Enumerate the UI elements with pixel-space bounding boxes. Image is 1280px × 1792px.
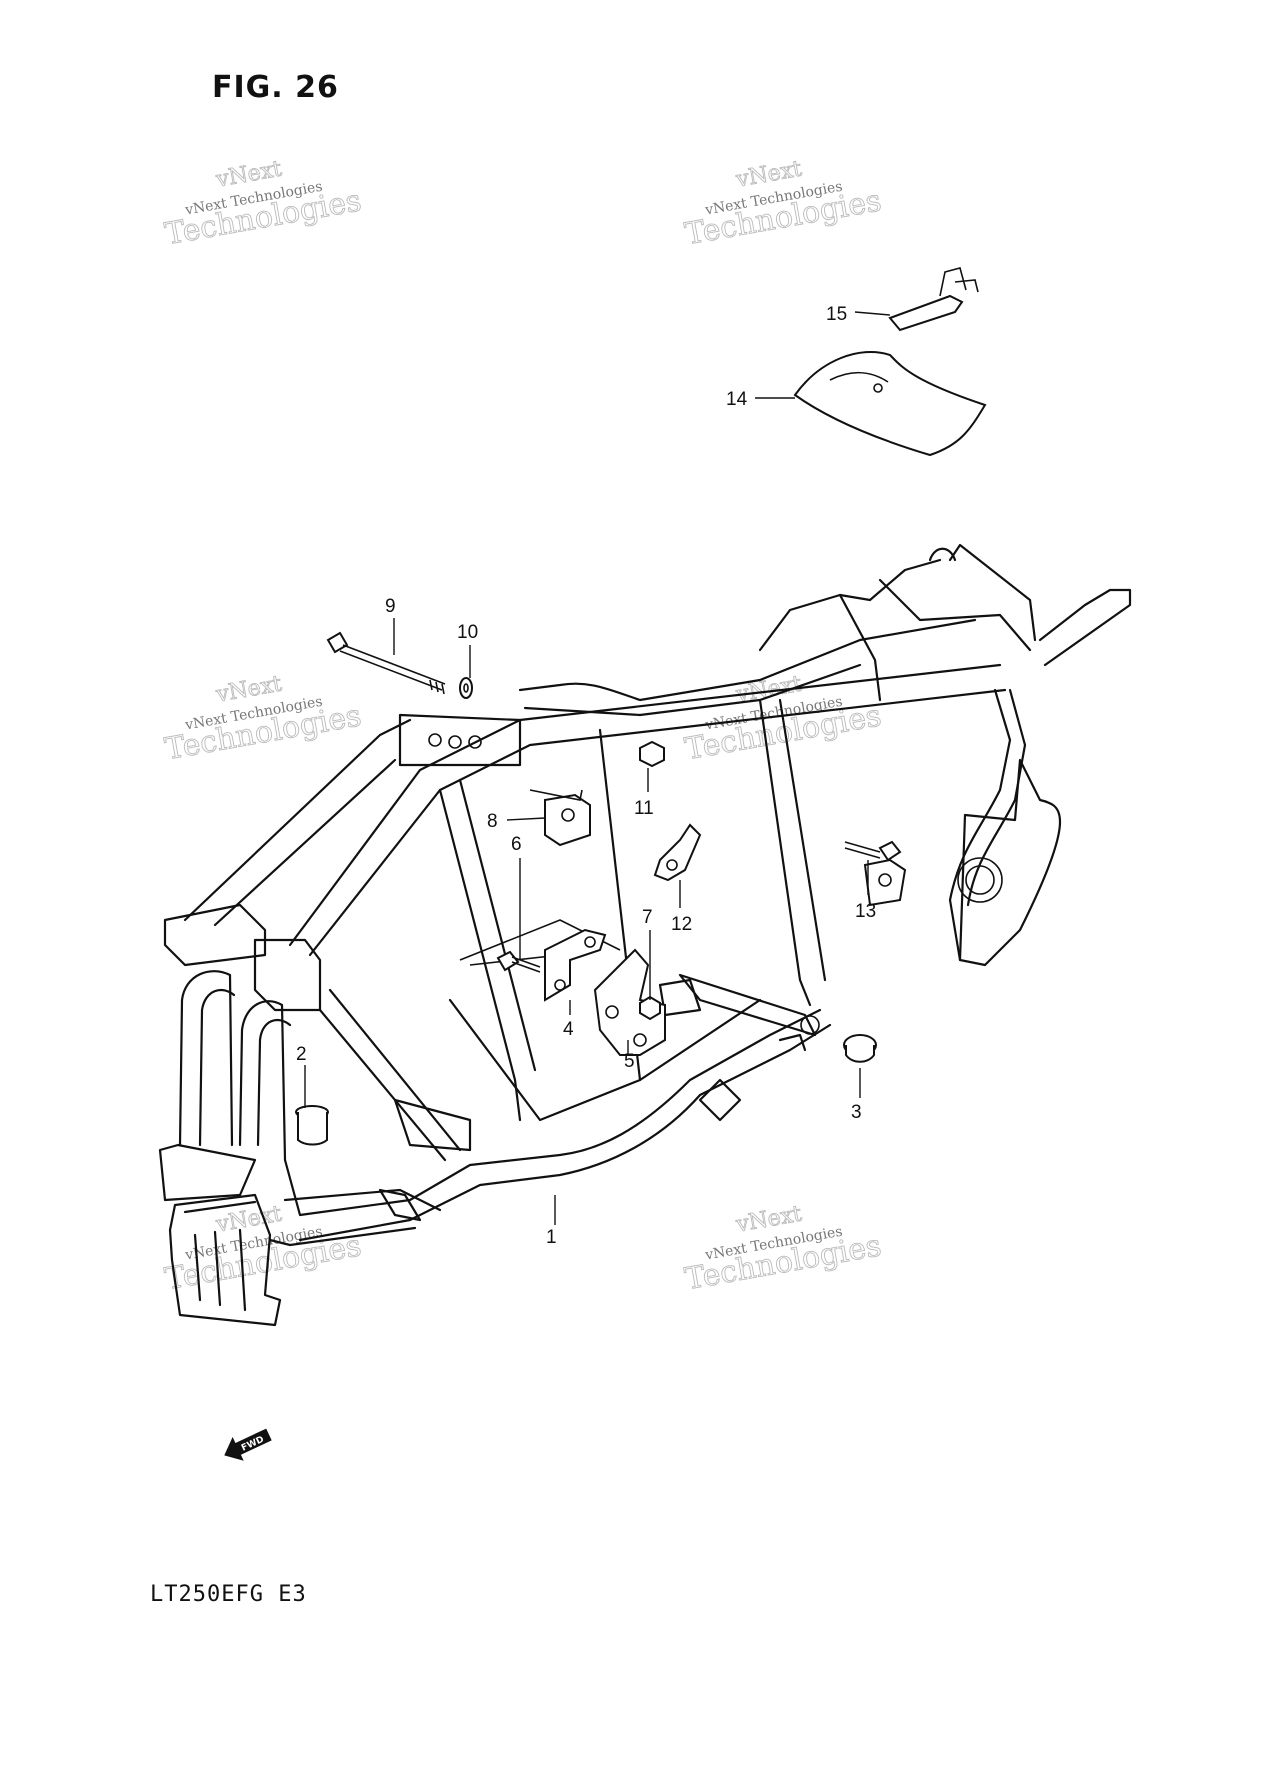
- callout-13: 13: [855, 901, 876, 922]
- callout-15: 15: [826, 304, 847, 325]
- part-13-bolt: [844, 840, 907, 907]
- fwd-arrow: FWD: [224, 1428, 272, 1461]
- callout-10: 10: [457, 622, 478, 643]
- callout-1: 1: [546, 1227, 557, 1248]
- callout-4: 4: [563, 1019, 574, 1040]
- callout-9: 9: [385, 596, 396, 617]
- callout-7: 7: [642, 907, 653, 928]
- callout-6: 6: [511, 834, 522, 855]
- part-6-bolt: [496, 950, 541, 973]
- part-5-plate: [593, 948, 666, 1056]
- callout-8: 8: [487, 811, 498, 832]
- callout-2: 2: [296, 1044, 307, 1065]
- main-frame: [158, 543, 1132, 1327]
- watermark: vNext vNext Technologies Technologies: [682, 156, 885, 253]
- part-10-washer: [459, 677, 473, 699]
- leader-15: [854, 311, 891, 316]
- callout-5: 5: [624, 1051, 635, 1072]
- part-15-clip: [888, 267, 979, 332]
- callout-11: 11: [634, 798, 654, 819]
- callout-14: 14: [726, 389, 748, 410]
- part-14-cover: [793, 350, 987, 457]
- callout-labels: 1 2 3 4 5 6 7 8 9 10 11 12 13 14 15: [296, 304, 876, 1248]
- part-2-bushing: [295, 1105, 329, 1146]
- part-11-nut: [639, 740, 665, 768]
- watermark: vNext vNext Technologies Technologies: [682, 1201, 885, 1298]
- callout-12: 12: [671, 914, 692, 935]
- leader-lines: [304, 311, 891, 1225]
- watermark: vNext vNext Technologies Technologies: [162, 156, 365, 253]
- part-4-bracket: [544, 928, 607, 1002]
- watermark: vNext vNext Technologies Technologies: [682, 671, 885, 768]
- part-8-mount-plate: [529, 789, 591, 847]
- part-7-nut: [639, 995, 661, 1021]
- part-9-long-bolt: [326, 631, 446, 695]
- part-3-cap: [843, 1034, 877, 1063]
- model-code: LT250EFG E3: [150, 1582, 307, 1607]
- leader-8: [506, 817, 546, 821]
- figure-title: FIG. 26: [212, 70, 339, 105]
- watermark: vNext vNext Technologies Technologies: [162, 671, 365, 768]
- callout-3: 3: [851, 1102, 862, 1123]
- part-12-bracket: [653, 823, 702, 882]
